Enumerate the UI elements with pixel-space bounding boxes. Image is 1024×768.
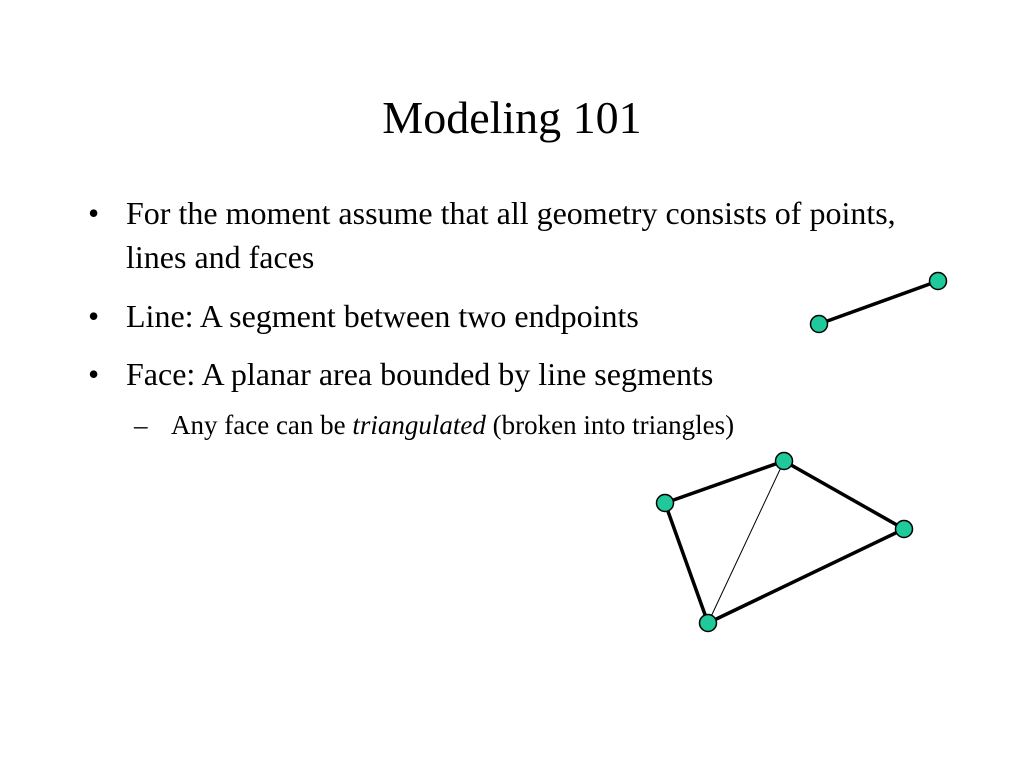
face-edge-right-bottom: [707, 527, 905, 625]
bullet-text: Line: A segment between two endpoints: [126, 298, 639, 334]
face-edge-left-top: [664, 459, 785, 505]
line-endpoint-right: [928, 271, 948, 291]
line-segment: [818, 279, 939, 326]
slide-title: Modeling 101: [382, 92, 642, 143]
sub-bullet-text: Any face can be triangulated (broken int…: [171, 405, 734, 445]
bullet-marker: •: [88, 298, 100, 334]
face-edge-top-right: [783, 459, 905, 531]
bullet-marker: •: [88, 195, 100, 231]
face-edge-bottom-left: [663, 502, 710, 624]
bullet-text: Face: A planar area bounded by line segm…: [126, 356, 714, 392]
line-endpoint-left: [809, 314, 829, 334]
sub-bullet-marker: –: [134, 410, 148, 440]
face-vertex-top: [774, 451, 794, 471]
triangulation-diagonal: [707, 460, 785, 624]
sub-bullet-text-italic: triangulated: [352, 410, 486, 440]
face-vertex-right: [894, 519, 914, 539]
bullet-item-face: • Face: A planar area bounded by line se…: [88, 352, 713, 396]
bullet-text: For the moment assume that all geometry …: [126, 195, 896, 275]
face-vertex-bottom: [698, 613, 718, 633]
sub-bullet-text-after: (broken into triangles): [485, 410, 735, 440]
sub-bullet-triangulated: – Any face can be triangulated (broken i…: [134, 405, 734, 445]
bullet-item-line: • Line: A segment between two endpoints: [88, 294, 639, 338]
sub-bullet-text-before: Any face can be: [171, 410, 353, 440]
face-vertex-left: [655, 493, 675, 513]
bullet-item-geometry: • For the moment assume that all geometr…: [88, 191, 948, 279]
line-segment-diagram: [809, 271, 948, 334]
bullet-marker: •: [88, 356, 100, 392]
face-diagram: [655, 451, 914, 633]
